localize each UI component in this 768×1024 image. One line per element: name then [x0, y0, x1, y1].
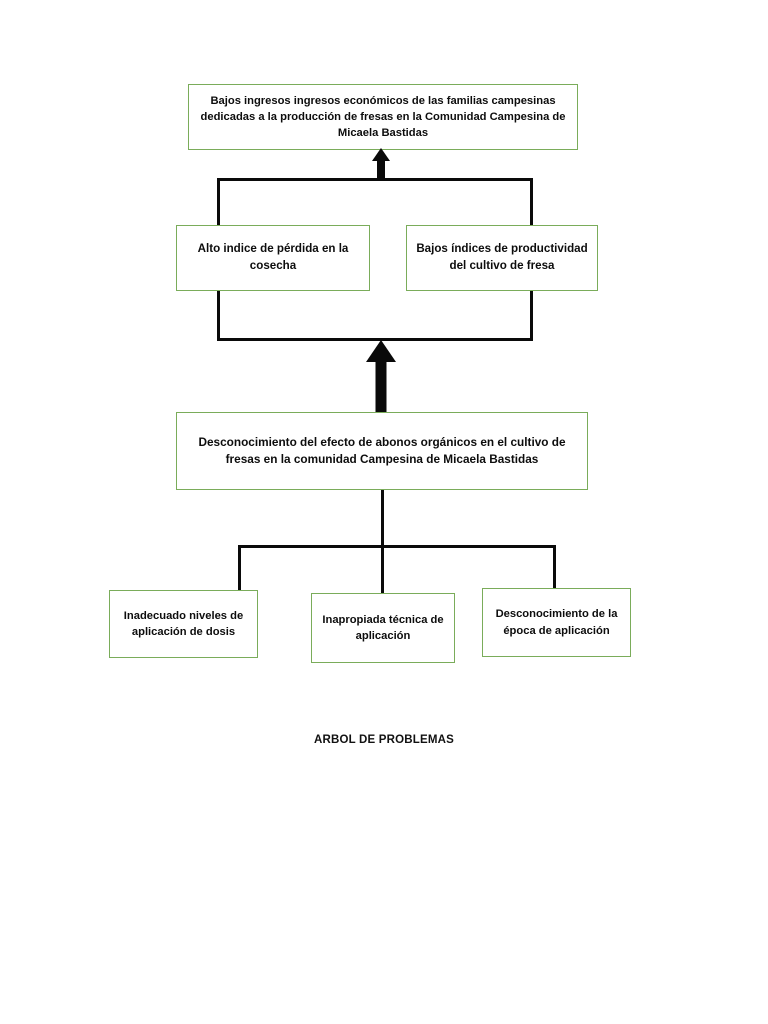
- connector-causes-bar: [238, 545, 556, 548]
- arrow-head: [372, 148, 390, 161]
- node-cause-dosage-levels: Inadecuado niveles de aplicación de dosi…: [109, 590, 258, 658]
- node-main-effect-label: Bajos ingresos ingresos económicos de la…: [200, 94, 566, 140]
- node-cause-dosage-levels-label: Inadecuado niveles de aplicación de dosi…: [123, 609, 244, 638]
- connector-effects-left-drop: [217, 178, 220, 227]
- connector-effects-right-drop: [530, 178, 533, 227]
- node-central-problem-label: Desconocimiento del efecto de abonos org…: [198, 434, 566, 466]
- node-effect-low-productivity: Bajos índices de productividad del culti…: [406, 225, 598, 291]
- node-cause-application-timing: Desconocimiento de la época de aplicació…: [482, 588, 631, 657]
- node-central-problem: Desconocimiento del efecto de abonos org…: [176, 412, 588, 490]
- connector-cause-drop-2: [381, 545, 384, 594]
- connector-cause-drop-1: [238, 545, 241, 591]
- arrow-up-to-effects-icon: [356, 340, 406, 412]
- arrow-shaft: [375, 360, 387, 412]
- connector-middle-right-rise: [530, 289, 533, 340]
- node-effect-low-productivity-label: Bajos índices de productividad del culti…: [416, 242, 588, 272]
- node-cause-application-technique: Inapropiada técnica de aplicación: [311, 593, 455, 663]
- connector-middle-bar: [217, 338, 533, 341]
- arrow-shaft: [377, 158, 385, 180]
- connector-causes-stem: [381, 489, 384, 547]
- node-main-effect: Bajos ingresos ingresos económicos de la…: [188, 84, 578, 150]
- arrow-up-to-main-effect-icon: [365, 148, 397, 180]
- connector-effects-bar: [217, 178, 533, 181]
- node-effect-harvest-loss-label: Alto indice de pérdida en la cosecha: [197, 242, 349, 272]
- node-cause-application-technique-label: Inapropiada técnica de aplicación: [322, 613, 444, 642]
- arrow-head: [366, 340, 396, 362]
- node-cause-application-timing-label: Desconocimiento de la época de aplicació…: [495, 608, 618, 637]
- diagram-caption: ARBOL DE PROBLEMAS: [313, 734, 455, 746]
- connector-cause-drop-3: [553, 545, 556, 589]
- connector-middle-left-rise: [217, 289, 220, 340]
- node-effect-harvest-loss: Alto indice de pérdida en la cosecha: [176, 225, 370, 291]
